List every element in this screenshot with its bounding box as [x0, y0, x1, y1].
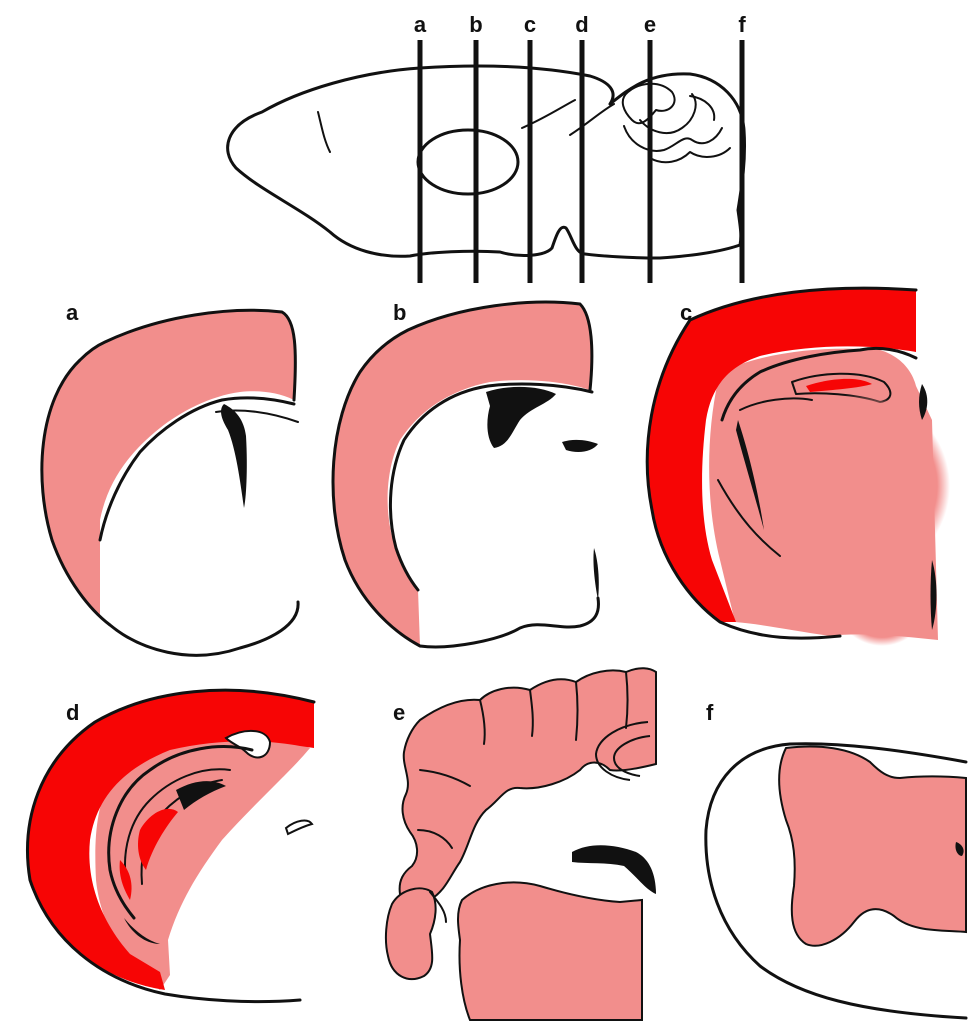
ventricle — [572, 845, 656, 894]
cortex-region — [333, 302, 592, 646]
section-label-d: d — [575, 12, 588, 37]
panel-c: c — [647, 288, 950, 646]
ventricle — [286, 821, 312, 834]
panel-label-e: e — [393, 700, 405, 725]
brainstem-region — [779, 747, 966, 946]
cerebellar-cortex — [400, 668, 656, 906]
panel-e: e — [386, 668, 656, 1020]
brainstem-region — [458, 882, 642, 1020]
panel-a: a — [42, 300, 298, 655]
section-label-f: f — [738, 12, 746, 37]
panel-label-f: f — [706, 700, 714, 725]
diffuse-region — [834, 550, 930, 646]
section-lines — [420, 40, 742, 283]
brainstem-region — [386, 888, 436, 979]
section-label-b: b — [469, 12, 482, 37]
sulcus-line — [570, 104, 614, 135]
cerebellum-folia — [624, 126, 722, 151]
panel-b: b — [333, 300, 599, 647]
diffuse-region — [766, 394, 950, 578]
panel-f: f — [706, 700, 966, 1018]
panel-label-b: b — [393, 300, 406, 325]
sagittal-brain: a b c d e f — [228, 12, 747, 283]
panel-d: d — [28, 690, 314, 1001]
section-label-e: e — [644, 12, 656, 37]
panel-label-a: a — [66, 300, 79, 325]
section-label-c: c — [524, 12, 536, 37]
ventricle — [593, 548, 598, 600]
section-label-a: a — [414, 12, 427, 37]
ventricle — [562, 440, 598, 452]
region-ellipse — [418, 130, 518, 194]
ventricle — [221, 404, 247, 508]
panel-label-d: d — [66, 700, 79, 725]
sulcus-line — [318, 112, 330, 152]
ventricle — [486, 387, 556, 448]
cortex-region — [42, 310, 296, 625]
